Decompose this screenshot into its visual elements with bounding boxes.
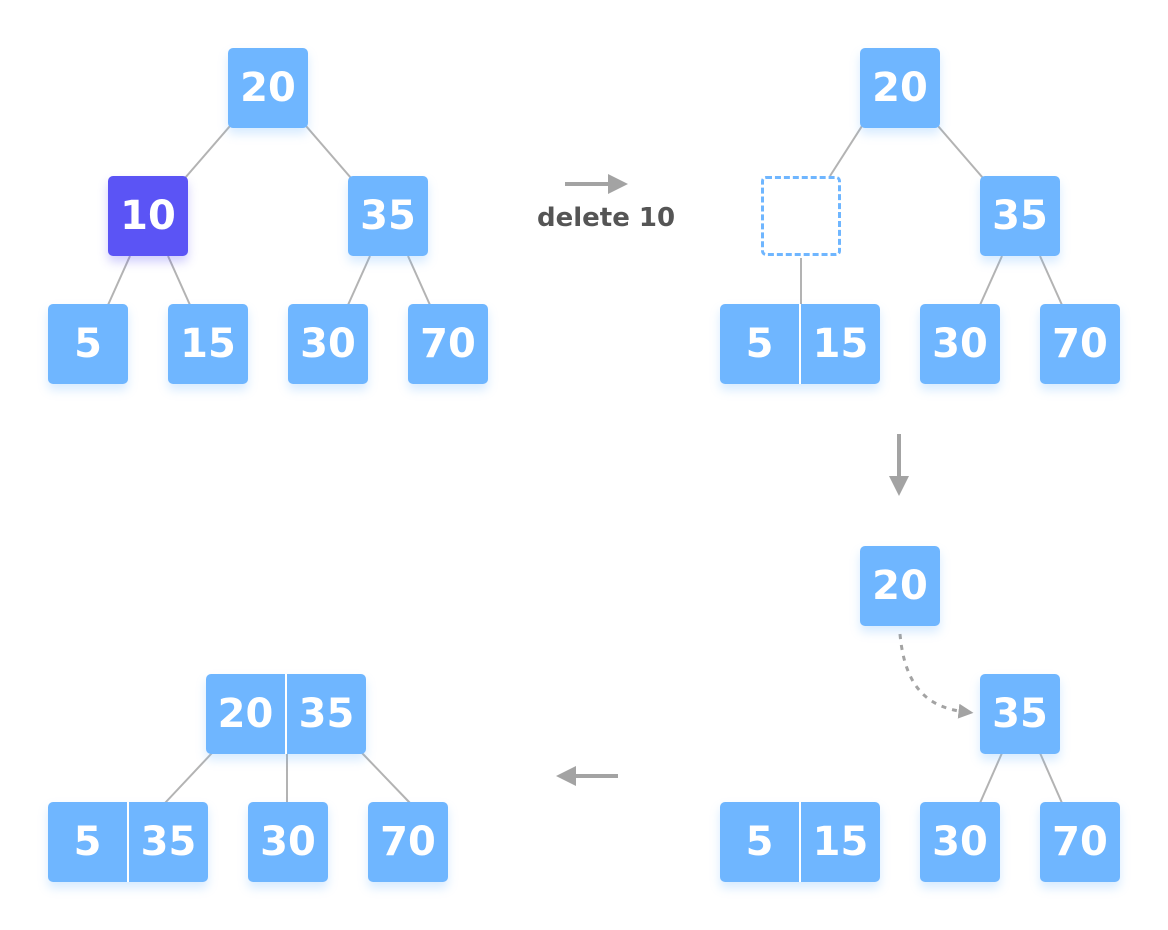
step1-root-node: 20 — [228, 48, 308, 128]
left-key: 5 — [73, 819, 102, 865]
dashed-move-arrow — [898, 633, 974, 719]
edge-root-right — [361, 752, 411, 804]
edge-20-35 — [305, 125, 352, 179]
key-divider — [127, 802, 129, 882]
step3-leaf-node: 70 — [1040, 802, 1120, 882]
step1-right-node: 35 — [348, 176, 428, 256]
step4-right-node: 70 — [368, 802, 448, 882]
edge-35-70-step3 — [1039, 752, 1063, 804]
edge-35-30 — [347, 255, 371, 306]
step2-leaf-node: 70 — [1040, 304, 1120, 384]
step2-right-node: 35 — [980, 176, 1060, 256]
step3-root-node: 20 — [860, 546, 940, 626]
step3-leaf-node: 30 — [920, 802, 1000, 882]
edge-10-5 — [107, 255, 131, 306]
key-divider — [285, 674, 287, 754]
left-key: 35 — [140, 819, 197, 865]
merged-key: 5 — [745, 321, 774, 367]
step1-node-to-delete: 10 — [108, 176, 188, 256]
edge-35-30-step3 — [979, 752, 1003, 804]
step1-leaf-node: 15 — [168, 304, 248, 384]
merged-key: 5 — [745, 819, 774, 865]
edge-20-35-step2 — [937, 125, 984, 179]
step2-leaf-node: 30 — [920, 304, 1000, 384]
step3-merged-node: 5 15 — [720, 802, 880, 882]
edge-10-15 — [167, 255, 191, 306]
edge-35-70-step2 — [1039, 255, 1063, 306]
step2-merged-node: 5 15 — [720, 304, 880, 384]
step2-empty-slot — [761, 176, 841, 256]
key-divider — [799, 304, 801, 384]
step3-right-node: 35 — [980, 674, 1060, 754]
edge-20-10 — [184, 125, 231, 179]
step4-left-node: 5 35 — [48, 802, 208, 882]
key-divider — [799, 802, 801, 882]
edge-20-empty — [829, 125, 863, 177]
root-key: 20 — [217, 691, 274, 737]
edge-35-70 — [407, 255, 431, 306]
root-key: 35 — [298, 691, 355, 737]
step1-leaf-node: 30 — [288, 304, 368, 384]
step1-leaf-node: 70 — [408, 304, 488, 384]
edge-root-left — [164, 752, 213, 804]
step-label-delete: delete 10 — [537, 203, 676, 233]
step4-root-node: 20 35 — [206, 674, 366, 754]
merged-key: 15 — [812, 321, 869, 367]
step2-root-node: 20 — [860, 48, 940, 128]
step1-leaf-node: 5 — [48, 304, 128, 384]
merged-key: 15 — [812, 819, 869, 865]
step4-middle-node: 30 — [248, 802, 328, 882]
edge-35-30-step2 — [979, 255, 1003, 306]
